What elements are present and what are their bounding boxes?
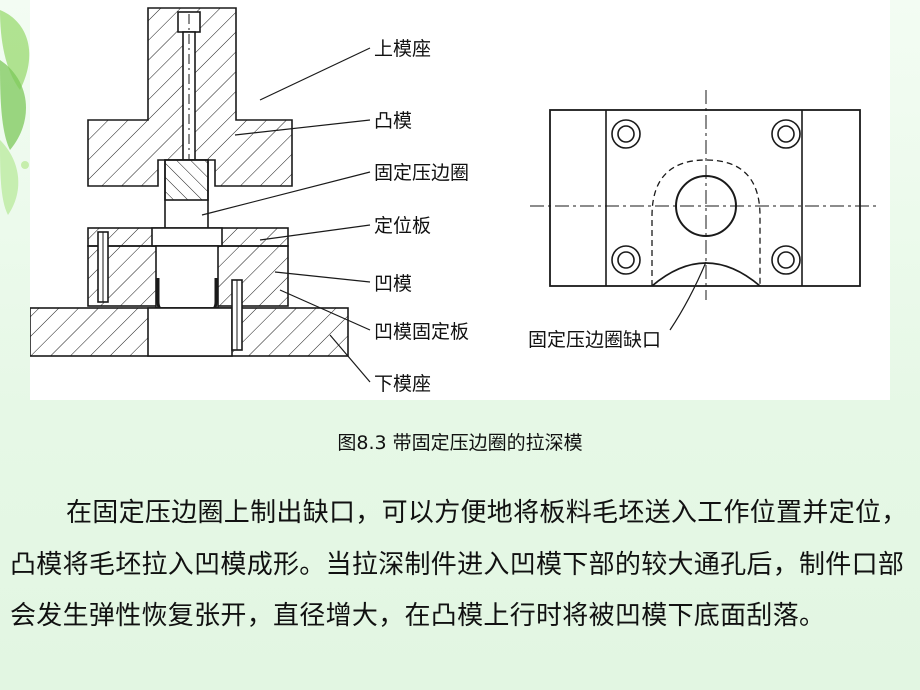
label-upper-base: 上模座 xyxy=(374,38,431,60)
bolt-holes xyxy=(611,119,801,275)
label-blankholder-notch: 固定压边圈缺口 xyxy=(528,329,661,351)
figure-caption: 图8.3 带固定压边圈的拉深模 xyxy=(337,432,583,454)
label-die-retainer: 凹模固定板 xyxy=(374,321,469,343)
part-labels: 上模座 凸模 固定压边圈 定位板 凹模 凹模固定板 下模座 xyxy=(374,38,469,395)
figure-panel: 上模座 凸模 固定压边圈 定位板 凹模 凹模固定板 下模座 xyxy=(30,0,890,400)
section-view xyxy=(30,7,349,357)
label-die: 凹模 xyxy=(374,273,412,295)
label-locating-plate: 定位板 xyxy=(374,215,431,237)
leaf-decoration xyxy=(0,10,30,215)
label-fixed-blankholder: 固定压边圈 xyxy=(374,162,469,184)
label-lower-base: 下模座 xyxy=(374,373,431,395)
body-paragraph: 在固定压边圈上制出缺口，可以方便地将板料毛坯送入工作位置并定位，凸模将毛坯拉入凹… xyxy=(10,498,908,631)
die-drawing: 上模座 凸模 固定压边圈 定位板 凹模 凹模固定板 下模座 xyxy=(30,7,880,395)
leader-lines xyxy=(201,47,371,383)
label-punch: 凸模 xyxy=(374,110,412,132)
plan-view xyxy=(530,90,880,331)
